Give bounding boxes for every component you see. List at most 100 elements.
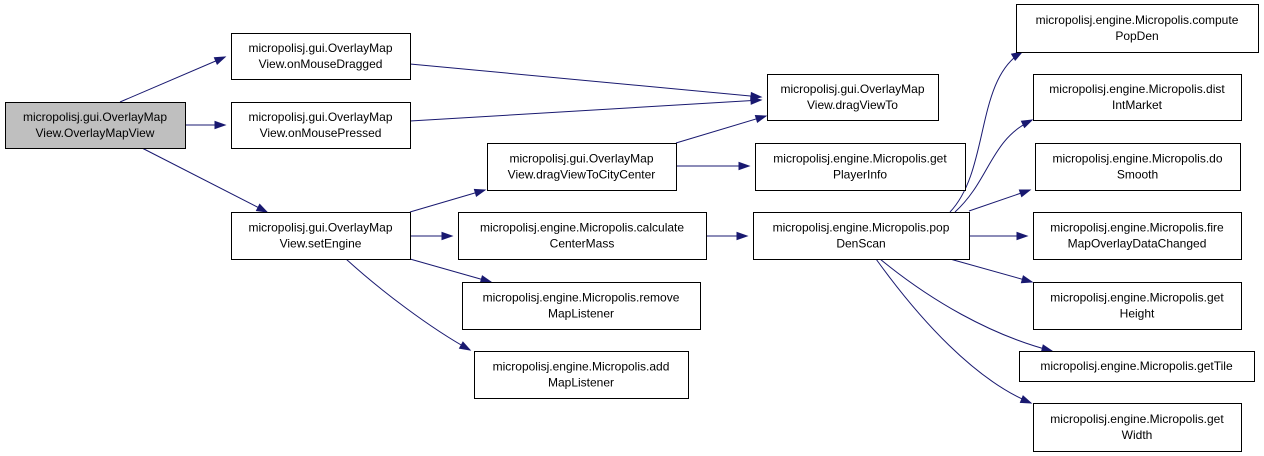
node-box[interactable] [474,351,689,399]
edge-setEngine-to-addMapListener [345,258,472,351]
node-label-line: micropolisj.engine.Micropolis.calculate [480,221,684,235]
node-label-line: PlayerInfo [833,168,887,182]
node-label-line: Smooth [1117,168,1158,182]
node-box[interactable] [1016,4,1259,53]
node-box[interactable] [755,143,966,191]
node-box[interactable] [1035,143,1241,191]
arrowhead [736,231,749,241]
edge-line [949,258,1033,283]
node-fireMapOverlayDataChanged[interactable]: micropolisj.engine.Micropolis.fireMapOve… [1033,212,1242,260]
arrowhead [255,203,269,213]
arrowhead [479,275,493,284]
arrowhead [1020,275,1034,284]
node-box[interactable] [458,212,707,260]
edge-line [345,258,471,351]
node-label-line: micropolisj.engine.Micropolis.get [1050,412,1224,426]
edge-root-to-setEngine [141,147,269,213]
arrowhead [750,96,763,105]
node-setEngine[interactable]: micropolisj.gui.OverlayMapView.setEngine [231,212,411,260]
edge-line [409,99,762,122]
edge-line [675,115,767,144]
edge-line [954,119,1033,213]
node-box[interactable] [231,212,411,260]
node-box[interactable] [1019,351,1255,382]
node-label-line: micropolisj.engine.Micropolis.pop [773,221,950,235]
node-box[interactable] [767,74,939,121]
node-label-line: Width [1122,428,1153,442]
node-label-line: CenterMass [550,237,615,251]
node-label-line: View.OverlayMapView [36,126,155,140]
node-onMouseDragged[interactable]: micropolisj.gui.OverlayMapView.onMouseDr… [231,33,411,80]
node-box[interactable] [753,212,970,260]
node-label-line: micropolisj.engine.Micropolis.get [773,152,947,166]
node-label-line: micropolisj.engine.Micropolis.compute [1036,13,1239,27]
node-label-line: micropolisj.engine.Micropolis.do [1052,152,1222,166]
node-root[interactable]: micropolisj.gui.OverlayMapView.OverlayMa… [5,102,186,149]
node-label-line: View.onMouseDragged [259,57,383,71]
node-label-line: micropolisj.gui.OverlayMap [248,221,392,235]
arrowhead [1010,51,1024,61]
node-distIntMarket[interactable]: micropolisj.engine.Micropolis.distIntMar… [1033,74,1242,121]
node-removeMapListener[interactable]: micropolisj.engine.Micropolis.removeMapL… [462,282,701,330]
edge-popDenScan-to-getHeight [949,258,1034,284]
edge-popDenScan-to-computePopDen [949,51,1024,213]
node-label-line: micropolisj.gui.OverlayMap [509,152,653,166]
arrowhead [441,231,454,241]
node-box[interactable] [1033,74,1242,121]
node-getPlayerInfo[interactable]: micropolisj.engine.Micropolis.getPlayerI… [755,143,966,191]
node-label-line: micropolisj.engine.Micropolis.remove [483,291,680,305]
node-box[interactable] [1033,282,1242,330]
node-label-line: View.setEngine [280,237,362,251]
node-addMapListener[interactable]: micropolisj.engine.Micropolis.addMapList… [474,351,689,399]
node-label-line: micropolisj.engine.Micropolis.getTile [1040,359,1233,373]
edge-line [409,63,762,98]
node-onMousePressed[interactable]: micropolisj.gui.OverlayMapView.onMousePr… [231,102,411,149]
node-dragViewTo[interactable]: micropolisj.gui.OverlayMapView.dragViewT… [767,74,939,121]
node-label-line: View.dragViewTo [807,98,898,112]
node-box[interactable] [231,33,411,80]
node-label-line: DenScan [836,237,885,251]
edge-line [968,189,1031,212]
node-dragViewToCityCenter[interactable]: micropolisj.gui.OverlayMapView.dragViewT… [487,143,677,191]
node-box[interactable] [487,143,677,191]
edge-setEngine-to-dragViewToCityCenter [409,188,487,213]
node-label-line: IntMarket [1112,98,1163,112]
arrowhead [1016,231,1029,241]
node-box[interactable] [5,102,186,149]
node-getTile[interactable]: micropolisj.engine.Micropolis.getTile [1019,351,1255,382]
edge-line [879,258,1053,352]
edge-line [875,258,1032,404]
edge-popDenScan-to-doSmooth [968,189,1032,212]
node-label-line: View.onMousePressed [260,126,382,140]
node-box[interactable] [1033,403,1242,452]
arrowhead [458,341,472,351]
node-calculateCenterMass[interactable]: micropolisj.engine.Micropolis.calculateC… [458,212,707,260]
node-computePopDen[interactable]: micropolisj.engine.Micropolis.computePop… [1016,4,1259,53]
arrowhead [738,161,751,171]
node-box[interactable] [462,282,701,330]
edge-line [409,189,486,213]
node-label-line: micropolisj.gui.OverlayMap [780,82,924,96]
edge-popDenScan-to-fireMapOverlayDataChanged [969,231,1029,241]
edges-layer [119,51,1054,404]
arrowhead [213,56,227,66]
edge-line [949,51,1023,213]
node-label-line: micropolisj.gui.OverlayMap [23,110,167,124]
edge-line [119,56,226,103]
arrowhead [1019,395,1033,404]
edge-line [409,258,492,283]
edge-line [141,147,268,213]
node-label-line: MapOverlayDataChanged [1068,237,1207,251]
node-box[interactable] [1033,212,1242,260]
node-box[interactable] [231,102,411,149]
node-label-line: micropolisj.engine.Micropolis.fire [1050,221,1224,235]
nodes-layer: micropolisj.gui.OverlayMapView.OverlayMa… [5,4,1259,452]
edge-onMouseDragged-to-dragViewTo [409,63,763,101]
arrowhead [214,120,227,130]
node-label-line: PopDen [1115,29,1158,43]
edge-root-to-onMousePressed [185,120,227,130]
